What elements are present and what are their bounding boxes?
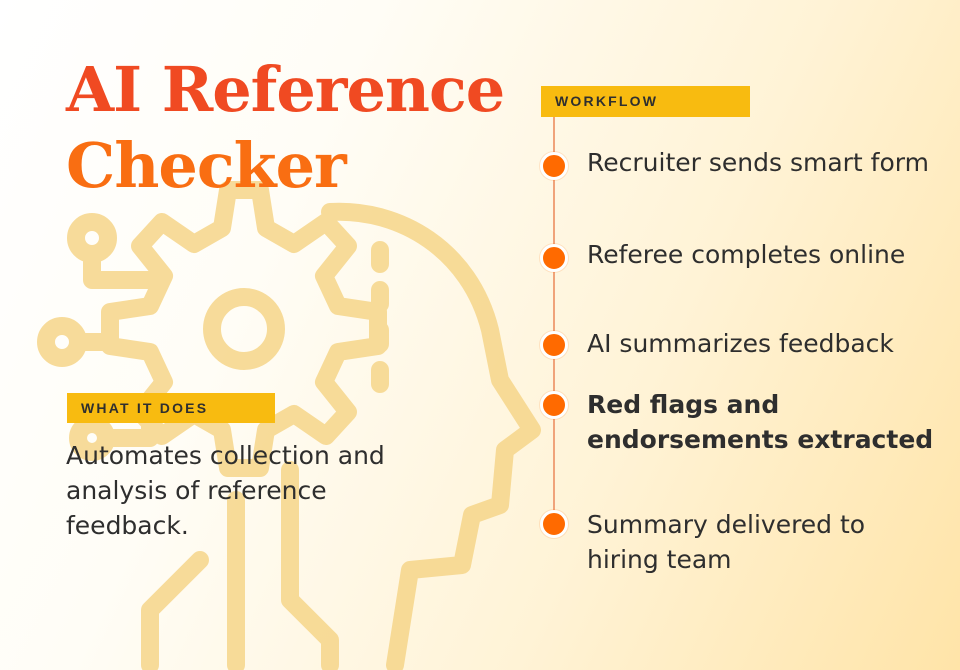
workflow-step-3-marker — [540, 331, 568, 359]
workflow-step-1: Recruiter sends smart form — [587, 148, 929, 177]
workflow-step-4: Red flags and endorsements extracted — [587, 390, 934, 454]
workflow-step-5: Summary delivered to hiring team — [587, 510, 866, 574]
workflow-timeline-line — [553, 117, 555, 537]
workflow-tag: WORKFLOW — [541, 86, 750, 117]
workflow-step-5-marker — [540, 510, 568, 538]
workflow-step-1-marker — [540, 152, 568, 180]
what-it-does-description: Automates collection and analysis of ref… — [66, 441, 385, 540]
workflow-step-2: Referee completes online — [587, 240, 906, 269]
what-it-does-tag: WHAT IT DOES — [67, 393, 275, 423]
workflow-step-4-marker — [540, 391, 568, 419]
title-line-2: Checker — [66, 129, 347, 202]
workflow-step-3: AI summarizes feedback — [587, 329, 894, 358]
title-line-1: AI Reference — [66, 53, 505, 126]
page-title: AI Reference Checker — [66, 52, 505, 204]
workflow-step-2-marker — [540, 244, 568, 272]
